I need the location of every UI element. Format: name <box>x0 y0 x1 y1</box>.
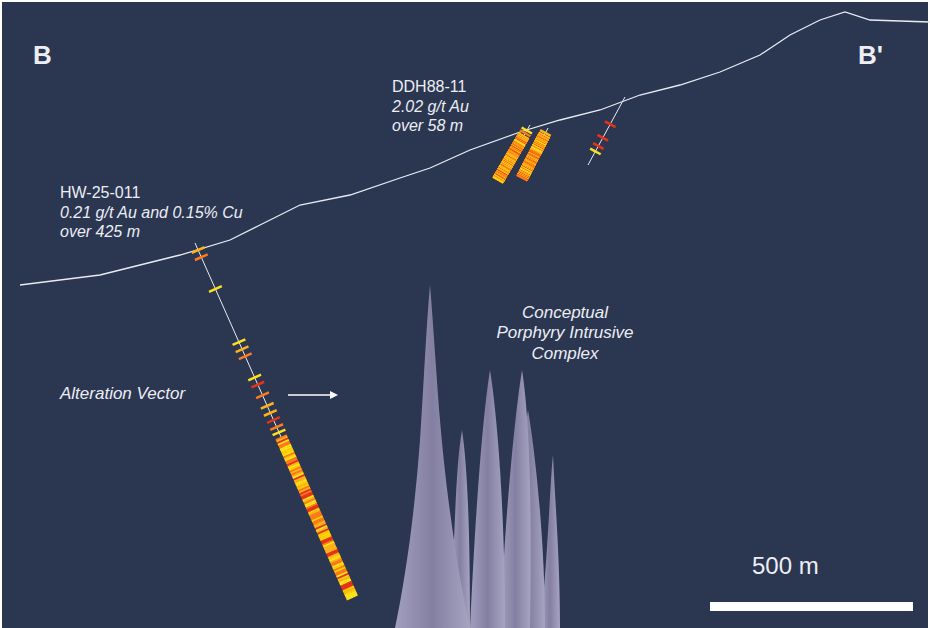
vector-arrow <box>288 391 338 399</box>
assay-stroke <box>494 176 504 182</box>
intrusive-label: Conceptual Porphyry Intrusive Complex <box>491 303 639 364</box>
assay-stroke <box>493 176 503 182</box>
assay-note: 0.21 g/t Au and 0.15% Cu over 425 m <box>60 203 275 241</box>
assay-stroke <box>236 346 249 352</box>
assay-stroke <box>195 254 208 260</box>
assay-stroke <box>517 175 528 181</box>
assay-stroke <box>256 392 269 398</box>
assay-stroke <box>251 382 264 388</box>
topography <box>20 12 930 285</box>
assay-stroke <box>498 125 530 180</box>
assay-stroke <box>195 243 352 597</box>
vector-label: Alteration Vector <box>60 384 185 404</box>
assay-note: 2.02 g/t Au over 58 m <box>392 97 504 135</box>
assay-stroke <box>588 97 625 165</box>
hole-name: HW-25-011 <box>60 183 140 202</box>
assay-stroke <box>347 595 358 600</box>
assay-stroke <box>261 403 274 409</box>
assay-stroke <box>270 424 283 430</box>
assay-stroke <box>233 339 246 345</box>
assay-stroke <box>590 149 601 155</box>
section-end: B <box>33 40 52 71</box>
assay-stroke <box>248 375 261 381</box>
assay-stroke <box>517 174 528 180</box>
assay-stroke <box>517 175 528 181</box>
scale-bar <box>710 602 913 611</box>
assay-stroke <box>209 286 222 292</box>
scale-label: 500 m <box>752 552 819 581</box>
hole-name: DDH88-11 <box>392 77 466 96</box>
assay-stroke <box>493 177 503 183</box>
assay-stroke <box>605 121 616 127</box>
assay-stroke <box>493 177 503 183</box>
assay-stroke <box>192 247 205 253</box>
assay-stroke <box>517 175 528 181</box>
section-end: B' <box>858 40 883 71</box>
assay-stroke <box>598 135 609 141</box>
assay-stroke <box>273 430 286 436</box>
assay-stroke <box>517 174 528 180</box>
assay-stroke <box>267 417 280 423</box>
assay-stroke <box>239 353 252 359</box>
assay-stroke <box>493 176 503 182</box>
assay-stroke <box>264 410 277 416</box>
assay-stroke <box>593 143 604 149</box>
